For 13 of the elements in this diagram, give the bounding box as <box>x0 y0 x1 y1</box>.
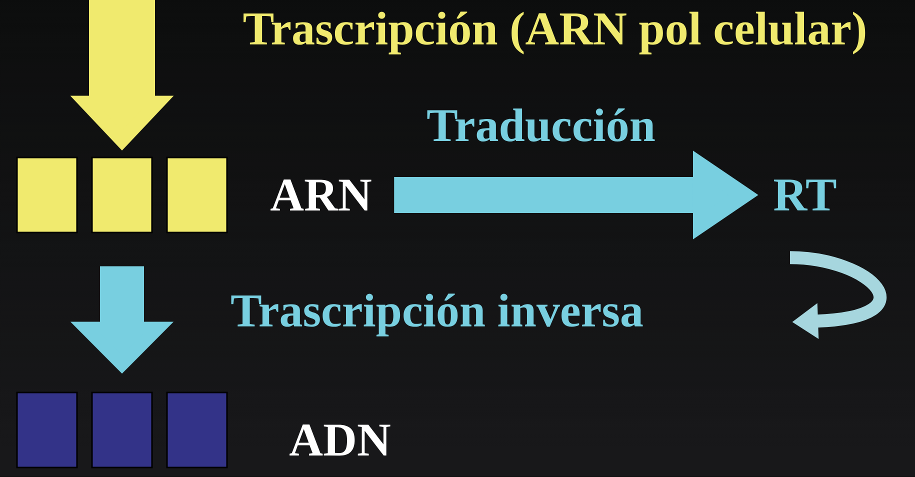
term-label: ARN <box>270 180 372 211</box>
edge-label: Traducción <box>427 108 655 142</box>
rna-square <box>16 156 78 234</box>
rna-square <box>166 156 228 234</box>
term-label: RT <box>774 180 836 210</box>
edge-label: Trascripción (ARN pol celular) <box>244 12 866 54</box>
edge-label: Trascripción inversa <box>231 294 643 336</box>
dna-square <box>16 392 78 468</box>
rna-square <box>91 156 153 234</box>
term-label: ADN <box>290 424 390 456</box>
dna-square <box>166 392 228 468</box>
block-arrow <box>790 251 886 339</box>
dna-square <box>91 392 153 468</box>
